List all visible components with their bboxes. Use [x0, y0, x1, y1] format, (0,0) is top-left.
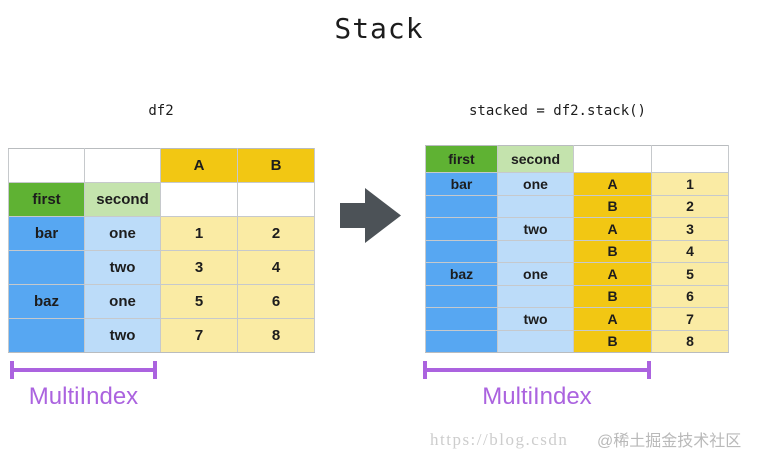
index-cell: [497, 194, 574, 218]
table-cell: [237, 182, 315, 217]
bracket-tick: [10, 361, 14, 379]
index-cell: two: [84, 250, 161, 285]
table-row: first second: [8, 182, 315, 217]
value-cell: 5: [651, 262, 729, 286]
index-header-second: second: [84, 182, 161, 217]
bracket-line: [10, 368, 157, 372]
level-cell: A: [573, 307, 652, 331]
table-row: two A 3: [425, 217, 729, 241]
column-header-a: A: [160, 148, 238, 183]
index-cell: [425, 329, 498, 353]
table-cell: [573, 145, 652, 173]
index-cell: one: [84, 284, 161, 319]
value-cell: 6: [237, 284, 315, 319]
table-cell: [84, 148, 161, 183]
df2-table: A B first second bar one 1 2 two 3 4 baz…: [8, 148, 315, 353]
multiindex-bracket-right: [423, 361, 651, 379]
index-cell: baz: [8, 284, 85, 319]
index-cell: two: [497, 217, 574, 241]
level-cell: B: [573, 239, 652, 263]
stack-transform-arrow: [340, 188, 401, 243]
index-header-second: second: [497, 145, 574, 173]
index-cell: [425, 217, 498, 241]
index-cell: [497, 284, 574, 308]
page-title: Stack: [334, 12, 424, 45]
level-cell: A: [573, 172, 652, 196]
column-header-b: B: [237, 148, 315, 183]
stacked-table: first second bar one A 1 B 2 two A 3 B 4…: [425, 145, 729, 353]
index-cell: [425, 194, 498, 218]
table-row: two 7 8: [8, 318, 315, 353]
index-cell: [8, 250, 85, 285]
value-cell: 1: [651, 172, 729, 196]
stacked-caption: stacked = df2.stack(): [468, 103, 646, 119]
bracket-line: [423, 368, 651, 372]
table-row: B 8: [425, 329, 729, 353]
watermark-url: https://blog.csdn: [430, 430, 569, 449]
table-cell: [160, 182, 238, 217]
index-cell: bar: [8, 216, 85, 251]
value-cell: 4: [237, 250, 315, 285]
table-row: two A 7: [425, 307, 729, 331]
value-cell: 4: [651, 239, 729, 263]
watermark-community: @稀土掘金技术社区: [597, 433, 742, 450]
multiindex-label-right: MultiIndex: [482, 383, 592, 410]
right-arrow-icon: [340, 188, 401, 243]
value-cell: 6: [651, 284, 729, 308]
value-cell: 3: [651, 217, 729, 241]
level-cell: A: [573, 262, 652, 286]
level-cell: B: [573, 194, 652, 218]
index-header-first: first: [425, 145, 498, 173]
df2-caption: df2: [148, 103, 174, 119]
index-cell: baz: [425, 262, 498, 286]
table-row: B 2: [425, 194, 729, 218]
index-cell: one: [84, 216, 161, 251]
index-cell: two: [497, 307, 574, 331]
value-cell: 7: [160, 318, 238, 353]
index-cell: [425, 284, 498, 308]
table-cell: [651, 145, 729, 173]
level-cell: B: [573, 329, 652, 353]
value-cell: 2: [651, 194, 729, 218]
bracket-tick: [153, 361, 157, 379]
table-row: B 6: [425, 284, 729, 308]
index-cell: two: [84, 318, 161, 353]
level-cell: A: [573, 217, 652, 241]
value-cell: 8: [237, 318, 315, 353]
table-row: first second: [425, 145, 729, 173]
index-cell: bar: [425, 172, 498, 196]
index-header-first: first: [8, 182, 85, 217]
value-cell: 5: [160, 284, 238, 319]
index-cell: [497, 239, 574, 263]
value-cell: 2: [237, 216, 315, 251]
index-cell: [425, 307, 498, 331]
level-cell: B: [573, 284, 652, 308]
table-cell: [8, 148, 85, 183]
index-cell: [497, 329, 574, 353]
value-cell: 8: [651, 329, 729, 353]
table-row: two 3 4: [8, 250, 315, 285]
table-row: B 4: [425, 239, 729, 263]
table-row: baz one A 5: [425, 262, 729, 286]
table-row: baz one 5 6: [8, 284, 315, 319]
index-cell: [8, 318, 85, 353]
bracket-tick: [647, 361, 651, 379]
value-cell: 3: [160, 250, 238, 285]
multiindex-bracket-left: [10, 361, 157, 379]
value-cell: 1: [160, 216, 238, 251]
index-cell: [425, 239, 498, 263]
value-cell: 7: [651, 307, 729, 331]
table-row: A B: [8, 148, 315, 183]
table-row: bar one 1 2: [8, 216, 315, 251]
multiindex-label-left: MultiIndex: [28, 383, 139, 410]
bracket-tick: [423, 361, 427, 379]
table-row: bar one A 1: [425, 172, 729, 196]
index-cell: one: [497, 262, 574, 286]
index-cell: one: [497, 172, 574, 196]
